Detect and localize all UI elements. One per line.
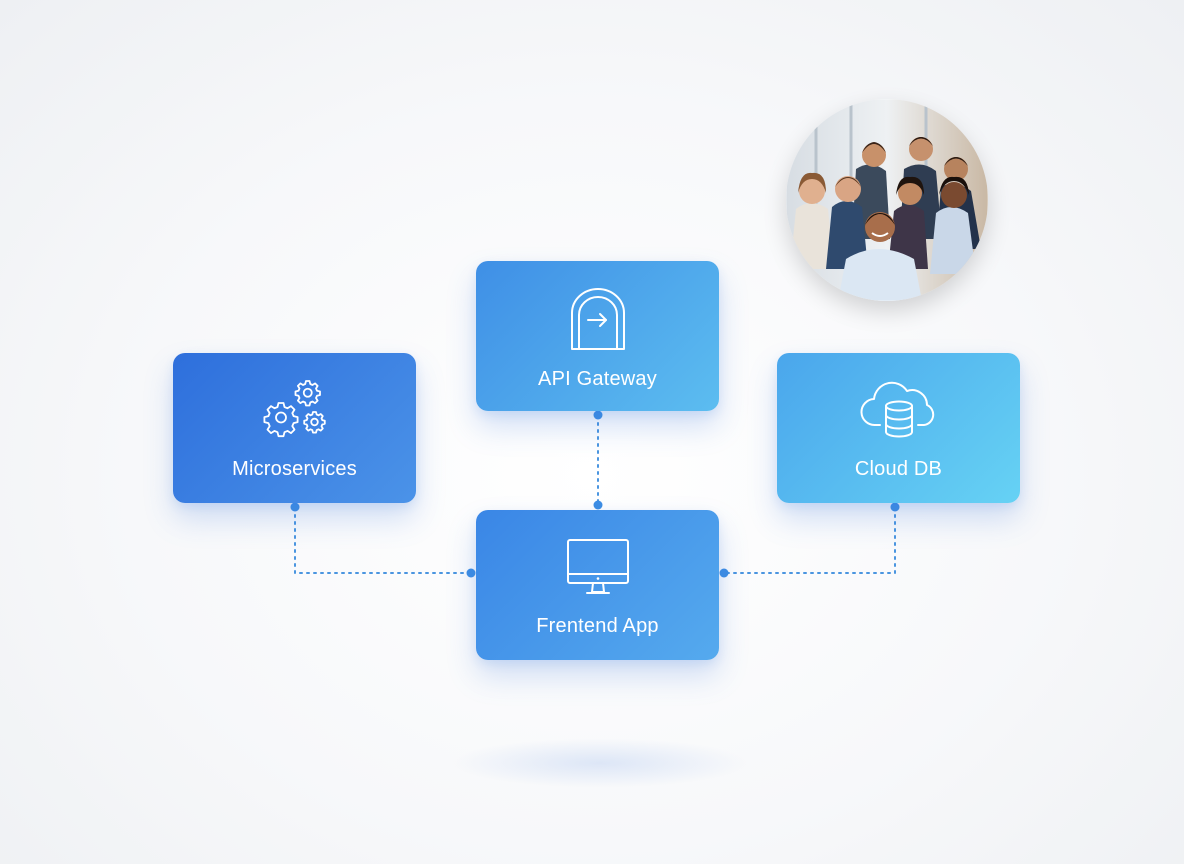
connector-dot <box>890 502 900 512</box>
api-gateway-node[interactable]: API Gateway <box>476 261 719 411</box>
cloud-database-icon <box>860 381 934 438</box>
connector-dot <box>593 410 603 420</box>
microservices-node[interactable]: Microservices <box>173 353 416 503</box>
frontend-app-label: Frentend App <box>536 615 659 637</box>
gateway-door-arrow-icon <box>570 288 625 350</box>
connector-dot <box>719 568 729 578</box>
connector-dot <box>593 500 603 510</box>
connector-db-frontend <box>723 507 896 574</box>
connector-dot <box>466 568 476 578</box>
api-gateway-label: API Gateway <box>538 368 657 390</box>
cloud-db-node[interactable]: Cloud DB <box>777 353 1020 503</box>
connector-dot <box>290 502 300 512</box>
monitor-icon <box>566 539 629 594</box>
gears-icon <box>263 380 326 438</box>
floor-shadow <box>450 738 750 788</box>
frontend-app-node[interactable]: Frentend App <box>476 510 719 660</box>
microservices-label: Microservices <box>232 458 357 480</box>
cloud-db-label: Cloud DB <box>854 458 943 480</box>
connector-micro-frontend <box>294 507 472 574</box>
team-photo <box>786 99 988 301</box>
team-group-photo <box>786 99 988 301</box>
